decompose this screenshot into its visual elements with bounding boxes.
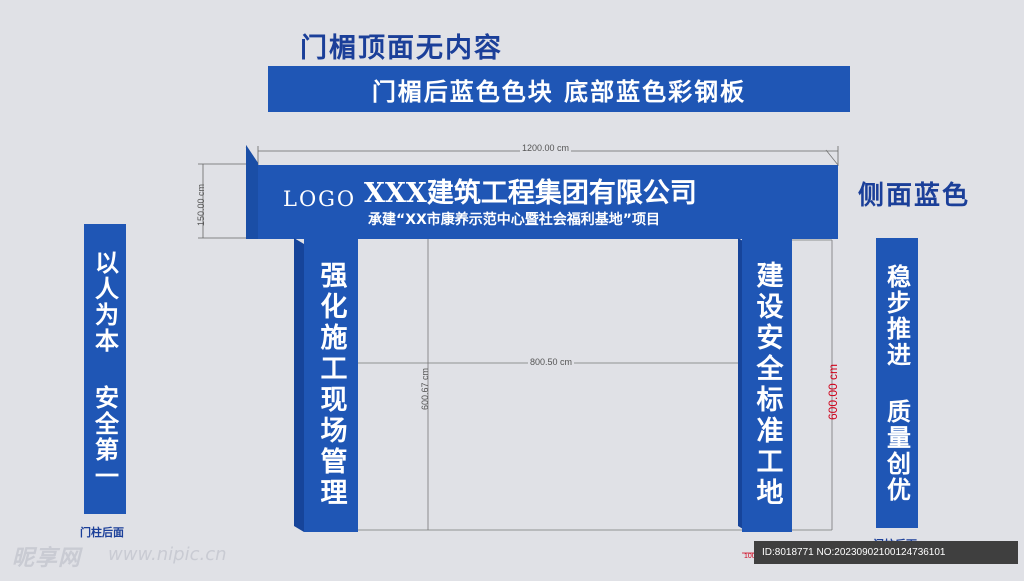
left-back-pillar-caption: 门柱后面 bbox=[80, 526, 124, 539]
right-front-pillar: 建设安全标准工地 bbox=[742, 238, 792, 532]
dim-pillar-height: 600.00 cm bbox=[826, 363, 840, 420]
left-pillar-side bbox=[294, 238, 304, 532]
left-front-pillar: 强化施工现场管理 bbox=[304, 238, 358, 532]
side-face-label: 侧面蓝色 bbox=[858, 181, 971, 211]
logo-placeholder: LOGO bbox=[283, 187, 357, 211]
project-name: 承建“XX市康养示范中心暨社会福利基地”项目 bbox=[368, 212, 660, 228]
top-face-label: 门楣顶面无内容 bbox=[300, 33, 503, 64]
left-back-pillar: 以人为本 安全第一 bbox=[84, 224, 126, 514]
beam-front-panel: LOGO XXX建筑工程集团有限公司 承建“XX市康养示范中心暨社会福利基地”项… bbox=[258, 165, 838, 239]
back-block-banner: 门楣后蓝色色块 底部蓝色彩钢板 bbox=[268, 66, 850, 112]
watermark-brand: 昵享网 bbox=[12, 546, 82, 571]
dim-opening-height: 600.67 cm bbox=[420, 367, 430, 410]
watermark-url: www.nipic.cn bbox=[108, 544, 227, 565]
company-name: XXX建筑工程集团有限公司 bbox=[364, 178, 697, 209]
dim-beam-height: 150.00 cm bbox=[196, 183, 206, 226]
dim-opening-width: 800.50 cm bbox=[528, 357, 575, 367]
dim-beam-width: 1200.00 cm bbox=[520, 143, 572, 153]
watermark-id-bar: ID:8018771 NO:20230902100124736101 bbox=[754, 541, 1018, 564]
beam-side-face bbox=[246, 145, 258, 239]
right-back-pillar: 稳步推进 质量创优 bbox=[876, 238, 918, 528]
